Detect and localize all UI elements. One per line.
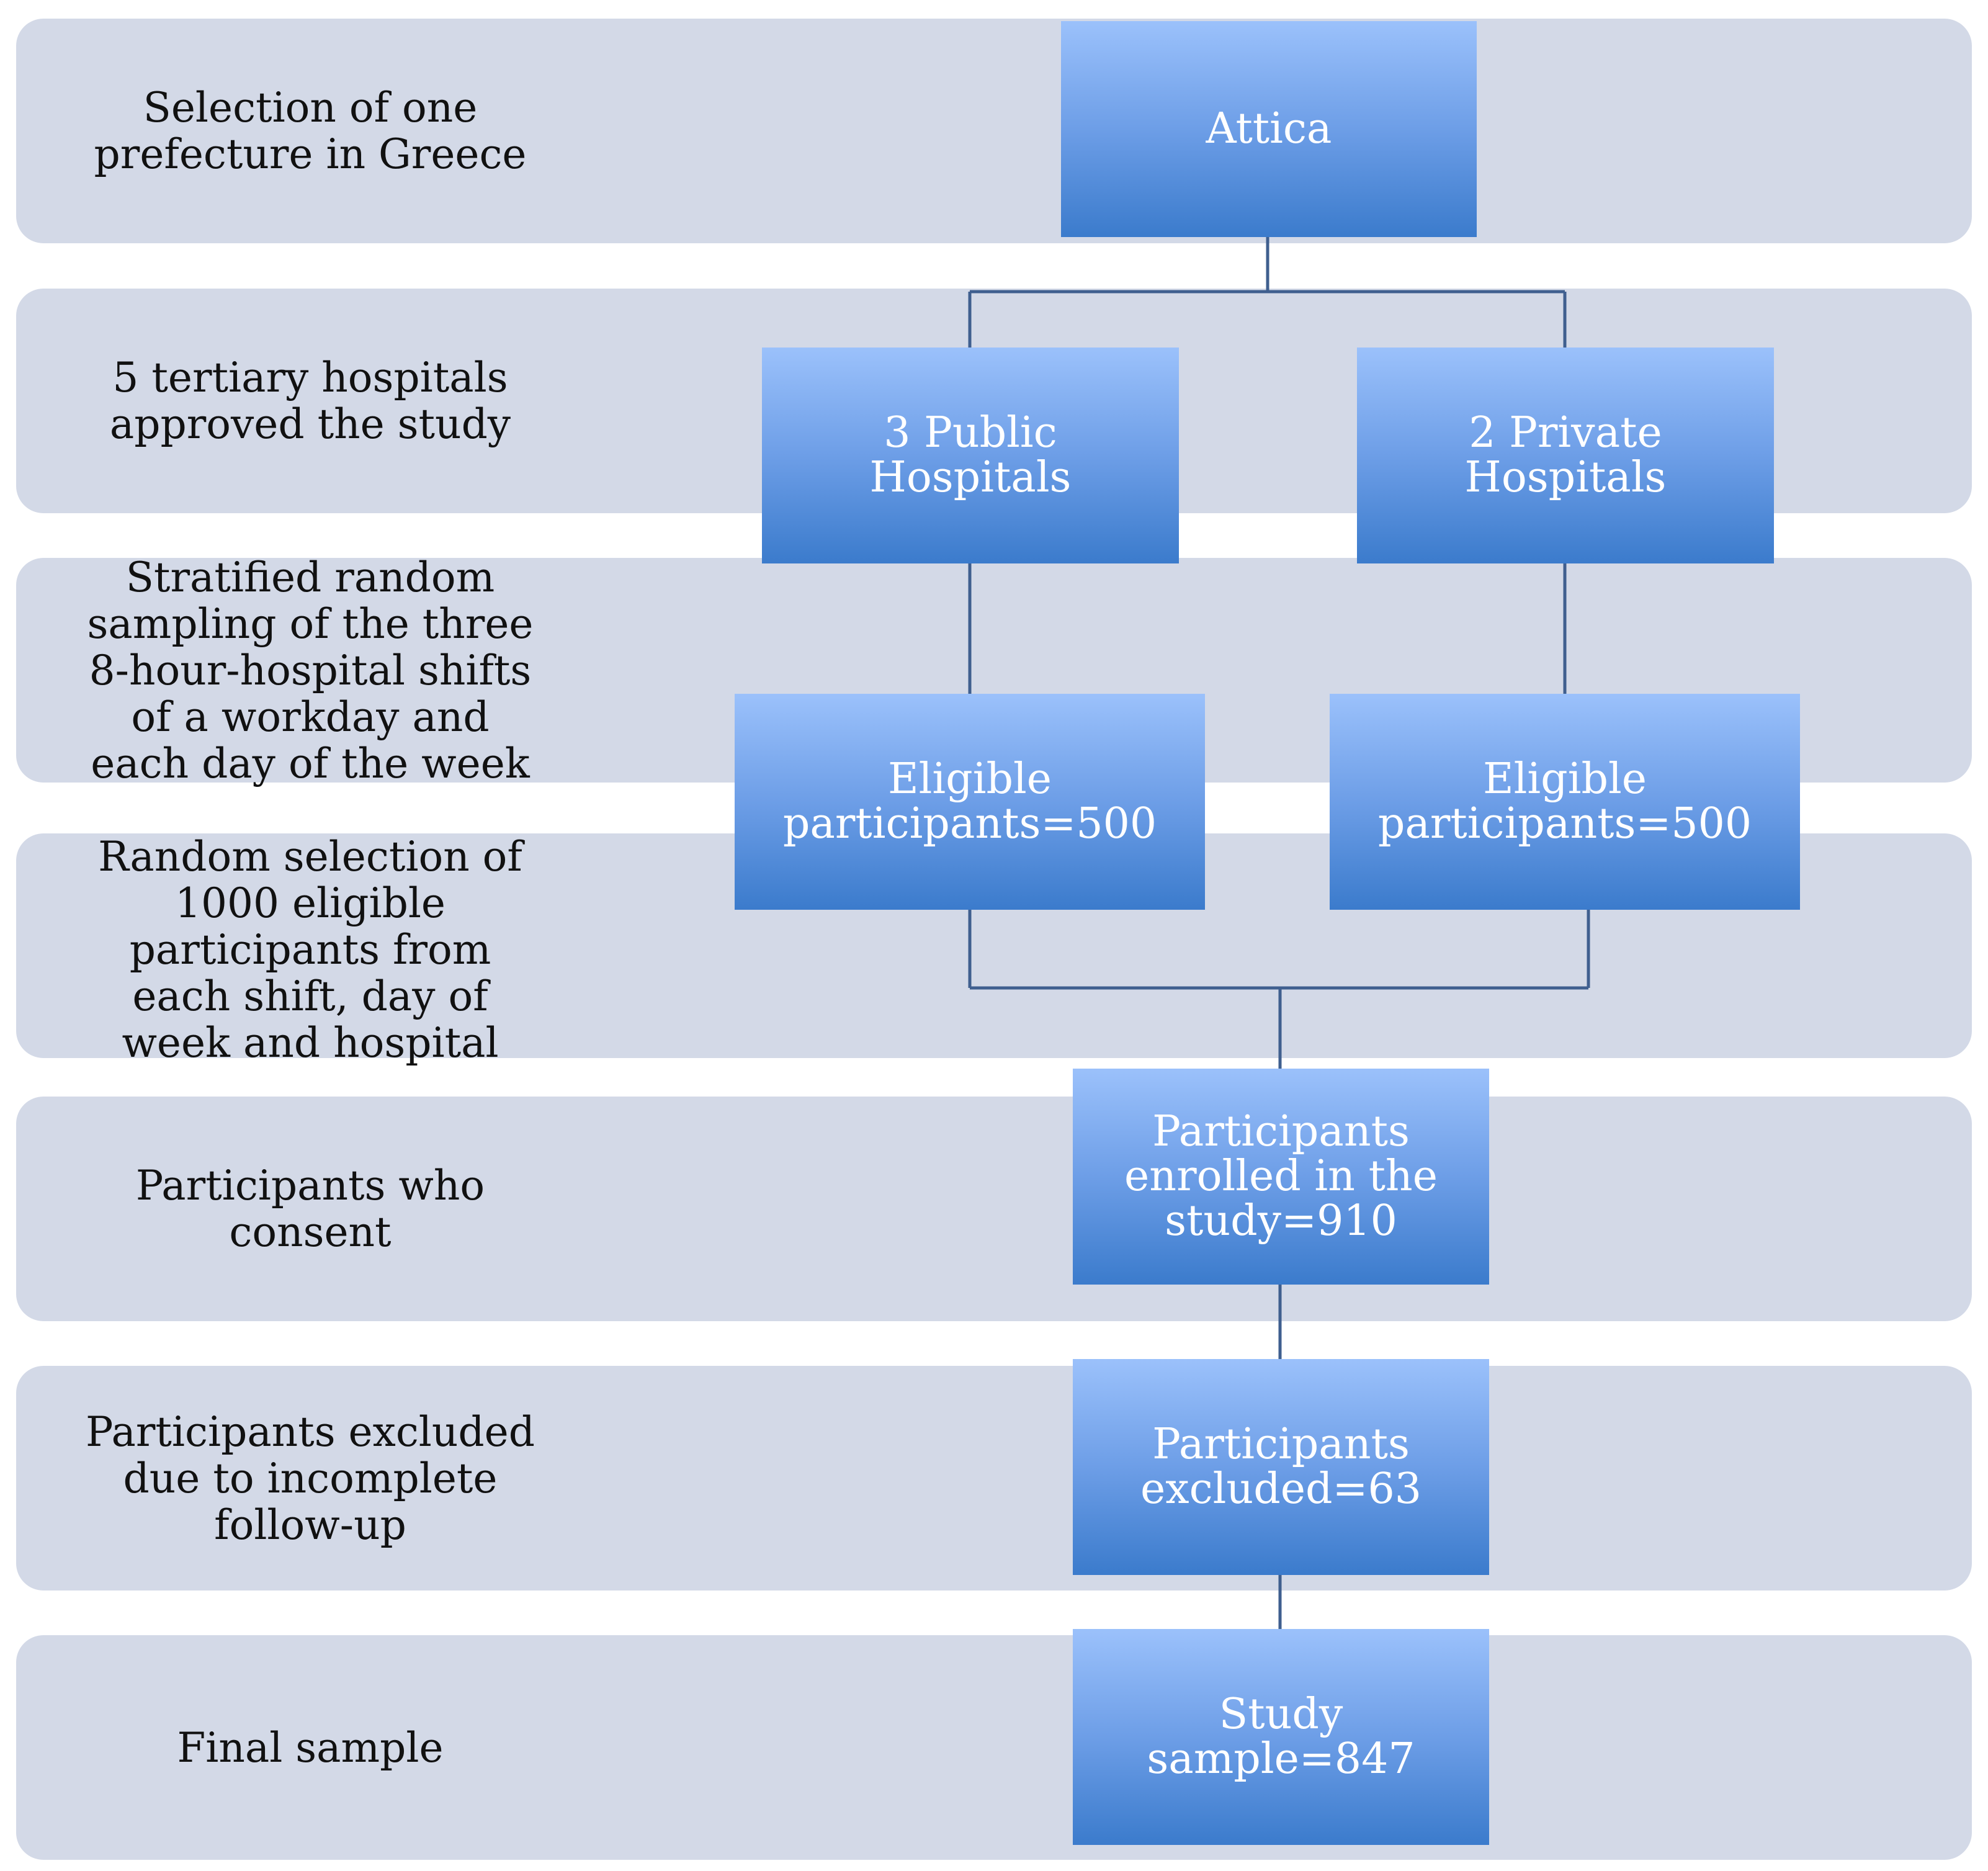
node-eligible-private: Eligible participants=500 — [1330, 694, 1800, 910]
stage-label-3: Stratified random sampling of the three … — [87, 553, 534, 787]
node-attica: Attica — [1061, 21, 1477, 237]
stage-band-7 — [16, 1635, 1972, 1860]
stage-band-1 — [16, 19, 1972, 243]
stage-band-6 — [16, 1366, 1972, 1591]
stage-label-2: 5 tertiary hospitals approved the study — [109, 354, 511, 448]
stage-label-4: Random selection of 1000 eligible partic… — [98, 832, 522, 1067]
node-eligible-public: Eligible participants=500 — [735, 694, 1205, 910]
stage-label-5: Participants who consent — [135, 1162, 485, 1256]
stage-band-5 — [16, 1097, 1972, 1321]
stage-label-6: Participants excluded due to incomplete … — [86, 1407, 535, 1549]
stage-label-1: Selection of one prefecture in Greece — [94, 84, 527, 178]
node-private-hospitals: 2 Private Hospitals — [1357, 348, 1774, 563]
node-enrolled: Participants enrolled in the study=910 — [1073, 1069, 1489, 1285]
node-excluded: Participants excluded=63 — [1073, 1359, 1489, 1575]
stage-label-7: Final sample — [177, 1723, 444, 1772]
node-public-hospitals: 3 Public Hospitals — [762, 348, 1179, 563]
node-study-sample: Study sample=847 — [1073, 1629, 1489, 1845]
